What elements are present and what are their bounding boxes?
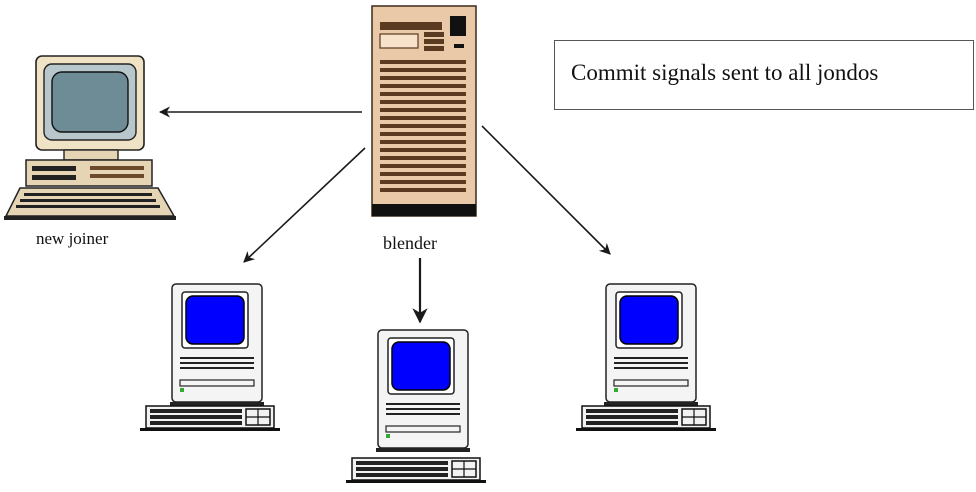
new-joiner-label: new joiner <box>36 229 109 248</box>
callout-box: Commit signals sent to all jondos <box>554 40 974 110</box>
mac-classic-icon <box>139 283 281 432</box>
mac-classic-icon <box>345 329 487 484</box>
arrows <box>158 106 611 324</box>
tower-server-icon <box>371 5 477 217</box>
desktop-pc-icon <box>4 55 176 220</box>
arrow-to-jondo-right <box>481 125 611 255</box>
mac-classic-icon <box>575 283 717 432</box>
callout-text: Commit signals sent to all jondos <box>571 60 879 85</box>
blender-label: blender <box>383 233 437 253</box>
arrow-to-jondo-left <box>243 147 366 263</box>
